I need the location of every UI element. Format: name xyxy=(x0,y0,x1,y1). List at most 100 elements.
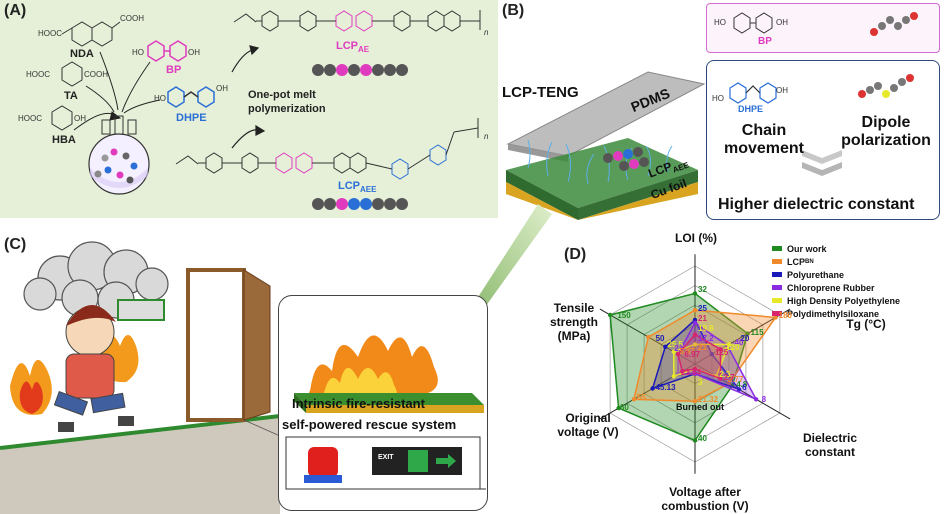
dhpe-box-oh: OH xyxy=(776,86,788,95)
reaction-flask xyxy=(88,115,150,195)
radar-point xyxy=(745,331,750,336)
reaction-arrows xyxy=(73,51,161,131)
dhpe-box-label: DHPE xyxy=(738,104,764,114)
axis-label-tg: Tg (°C) xyxy=(846,317,886,331)
legend-item-hdpe: High Density Polyethylene xyxy=(772,294,900,307)
radar-point xyxy=(773,315,778,320)
panel-c-drawing xyxy=(0,241,281,514)
legend-item-chloroprene: Chloroprene Rubber xyxy=(772,281,900,294)
radar-point xyxy=(692,332,698,337)
dhpe-structure xyxy=(167,86,215,108)
process-label: One-pot melt polymerization xyxy=(248,89,326,116)
radar-point xyxy=(753,397,759,402)
panel-a xyxy=(0,0,498,218)
bp-box-label: BP xyxy=(758,36,772,47)
radar-point xyxy=(692,371,698,376)
value-label-dielectric: 4.8 xyxy=(736,380,748,390)
mechanism-drawing xyxy=(729,74,914,176)
radar-point xyxy=(671,374,676,379)
dhpe-label: DHPE xyxy=(176,112,207,124)
legend-swatch xyxy=(772,246,782,251)
radar-point xyxy=(726,342,732,347)
axis-label-tensile: Tensile strength (MPa) xyxy=(550,301,598,343)
value-label-loi: 21 xyxy=(698,343,707,353)
burned-out-label: Burned out xyxy=(676,402,724,412)
ta-structure xyxy=(61,61,83,87)
value-label-original_voltage: 55 xyxy=(636,393,646,403)
panel-a-label: (A) xyxy=(4,2,27,19)
panel-c-label: (C) xyxy=(4,236,27,253)
exit-label: EXIT xyxy=(378,454,394,461)
nda-structure xyxy=(61,21,121,47)
radar-point xyxy=(709,352,715,357)
axis-label-loi: LOI (%) xyxy=(675,231,717,245)
legend-swatch xyxy=(772,285,782,290)
rescue-system-drawing xyxy=(285,335,486,490)
value-label-dielectric: 3.77 xyxy=(727,375,744,385)
radar-point xyxy=(692,307,698,313)
bp-box-drawing xyxy=(733,12,918,36)
radar-point xyxy=(616,405,621,411)
dipole-polarization-label: Dipole polarization xyxy=(841,114,931,149)
radar-point xyxy=(736,387,742,392)
dhpe-ho-label: HO xyxy=(154,94,166,103)
legend-item-our-work: Our work xyxy=(772,242,900,255)
value-label-tg: 180 xyxy=(778,311,792,321)
radar-point xyxy=(718,347,723,352)
radar-point xyxy=(631,397,637,402)
legend-swatch xyxy=(772,311,782,316)
lcp-aee-n: n xyxy=(484,132,489,141)
axis-label-original-voltage: Original voltage (V) xyxy=(557,411,619,439)
value-label-loi: 19.8 xyxy=(698,323,714,333)
teng-device xyxy=(506,71,706,220)
bp-oh-label: OH xyxy=(188,48,200,57)
bp-box-oh: OH xyxy=(776,18,788,27)
lcp-aee-chain xyxy=(175,118,479,180)
bp-structure xyxy=(147,40,187,62)
radar-point xyxy=(663,344,668,350)
value-label-tensile: 150 xyxy=(617,311,631,321)
value-label-dielectric: 8 xyxy=(761,394,767,404)
value-label-tg: 115 xyxy=(750,327,764,337)
value-label-voltage_after: 40 xyxy=(698,434,707,444)
chain-movement-label: Chain movement xyxy=(723,122,805,157)
value-label-dielectric: 6 xyxy=(742,383,747,393)
nda-hooc-label: HOOC xyxy=(38,29,62,38)
bp-box-ho: HO xyxy=(714,18,726,27)
value-label-tensile: 6.97 xyxy=(684,350,700,360)
radar-point xyxy=(607,312,613,318)
fire-resistant-label: Intrinsic fire-resistant xyxy=(292,396,425,411)
hba-structure xyxy=(51,105,73,131)
rescue-system-label: self-powered rescue system xyxy=(282,417,457,432)
lcp-ae-label: LCPAE xyxy=(336,40,370,55)
value-label-voltage_after: 3 xyxy=(698,377,703,387)
hba-label: HBA xyxy=(52,134,76,146)
mechanism-box xyxy=(706,60,940,220)
legend-swatch xyxy=(772,272,782,277)
radar-point xyxy=(671,349,676,354)
teng-label: LCP-TENG xyxy=(502,84,579,101)
legend-item-polyurethane: Polyurethane xyxy=(772,268,900,281)
value-label-original_voltage: 60 xyxy=(619,403,629,413)
panel-b-label: (B) xyxy=(502,2,525,19)
panel-a-drawing xyxy=(51,10,481,210)
radar-chart xyxy=(599,254,791,474)
lcp-ae-chain xyxy=(233,10,481,32)
value-label-dielectric: 2.7 xyxy=(723,372,735,382)
ta-label: TA xyxy=(64,90,78,102)
radar-point xyxy=(680,369,685,374)
radar-point xyxy=(718,376,723,381)
value-label-loi: 17.2 xyxy=(698,333,714,343)
radar-point xyxy=(692,399,698,404)
radar-series xyxy=(607,291,778,443)
value-label-voltage_after: 21.32 xyxy=(698,395,719,405)
value-label-tensile: 21 xyxy=(674,344,684,354)
ta-cooh-label: COOH xyxy=(84,70,108,79)
radar-point xyxy=(692,320,698,326)
bp-ho-label: HO xyxy=(132,48,144,57)
panel-d-label: (D) xyxy=(564,246,587,263)
ta-hooc-label: HOOC xyxy=(26,70,50,79)
value-label-tensile: 50 xyxy=(655,333,665,343)
nda-label: NDA xyxy=(70,48,94,60)
